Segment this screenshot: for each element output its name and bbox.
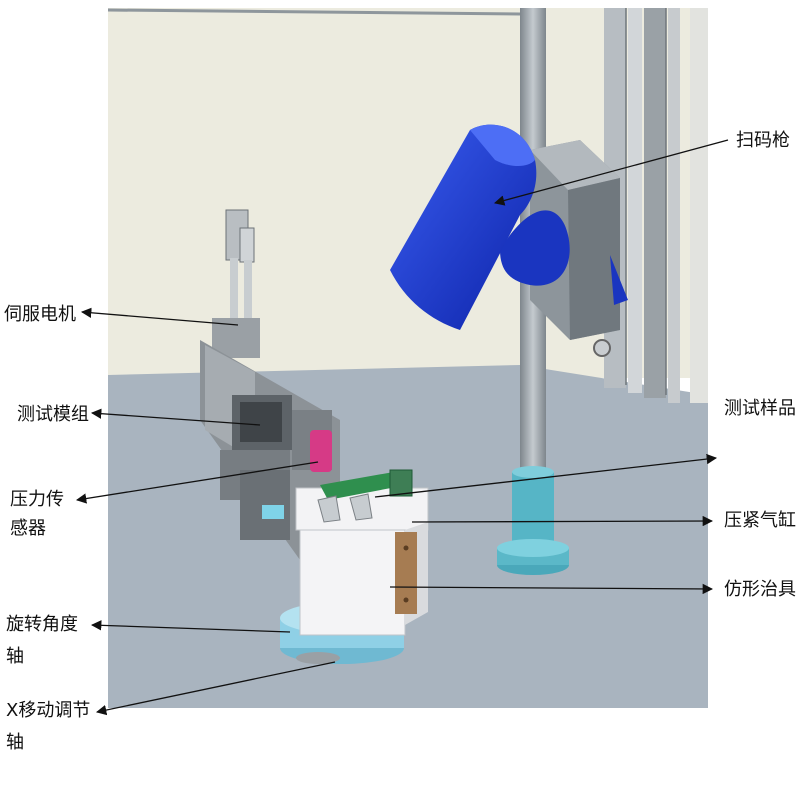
label-profiling-fixture: 仿形治具 (724, 579, 796, 600)
label-pressure-sensor-line2: 感器 (10, 518, 46, 539)
label-rotation-axis-line2: 轴 (6, 646, 24, 667)
pointer-servo-motor (80, 307, 239, 326)
test-sample (317, 469, 413, 523)
label-press-cylinder: 压紧气缸 (724, 510, 796, 531)
slide-bracket (262, 505, 284, 519)
pointer-profiling-fixture (389, 583, 714, 595)
label-test-sample: 测试样品 (724, 398, 796, 419)
pointer-scanner (493, 139, 729, 206)
pointer-test-module (90, 408, 261, 426)
label-x-axis-line2: 轴 (6, 732, 24, 753)
label-pressure-sensor-line1: 压力传 (10, 489, 64, 510)
label-x-axis-line1: X移动调节 (6, 700, 91, 721)
aluminium-frame (604, 8, 708, 403)
pressure-sensor (310, 430, 332, 472)
scanner-mount (530, 140, 620, 357)
label-servo-motor: 伺服电机 (4, 304, 76, 325)
scanner-gun (390, 124, 628, 330)
pointer-test-sample (374, 453, 718, 498)
pointer-x-axis (95, 661, 336, 716)
label-rotation-axis-line1: 旋转角度 (6, 614, 78, 635)
pointer-rotation-axis (90, 620, 291, 633)
label-scanner: 扫码枪 (736, 130, 790, 151)
label-test-module: 测试模组 (17, 404, 89, 425)
servo-motor (212, 209, 260, 358)
pointer-lines (75, 139, 729, 716)
pointer-pressure-sensor (75, 461, 319, 504)
pointer-press-cylinder (411, 515, 714, 527)
column-sleeve (512, 472, 554, 548)
